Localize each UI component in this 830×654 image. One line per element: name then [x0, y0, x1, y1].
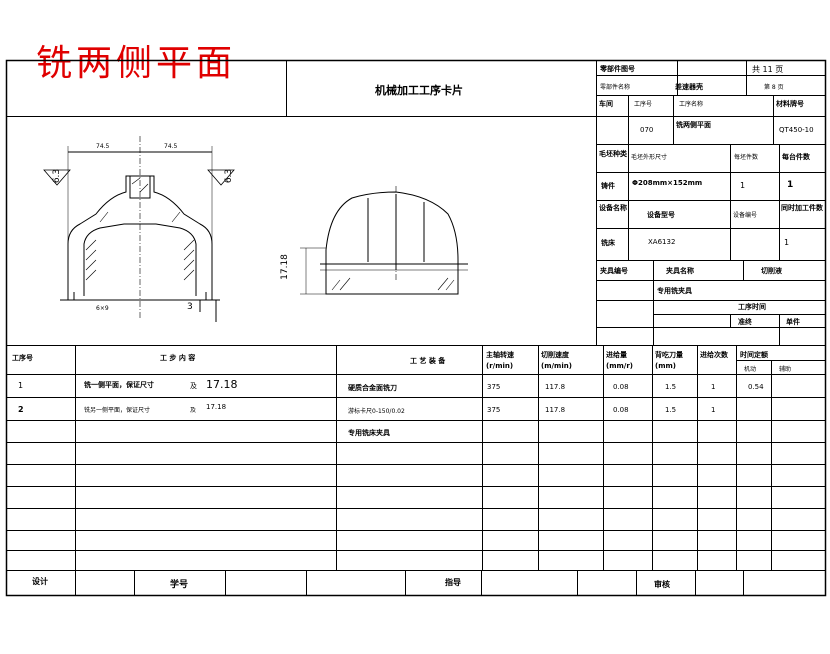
workshop-label: 车间 [599, 100, 613, 108]
simultaneous-label: 同时加工件数 [781, 204, 823, 212]
section-drawing [43, 136, 235, 322]
th-machine-time: 机动 [744, 366, 757, 373]
coolant-label: 切削液 [761, 267, 782, 275]
dim-74-5-right: 74.5 [164, 143, 178, 150]
dim-17-18: 17.18 [279, 254, 290, 280]
roughness-left: 6.3 [52, 168, 63, 184]
row2-passes: 1 [711, 406, 716, 414]
per-blank: 1 [740, 181, 746, 190]
side-view-drawing [300, 186, 468, 295]
total-pages: 共 11 页 [752, 65, 784, 74]
process-time-label: 工序时间 [738, 303, 766, 311]
th-depth: 背吃刀量 [655, 351, 683, 359]
fixture-no-label: 夹具编号 [600, 267, 628, 275]
row2-equipment: 游标卡尺0-150/0.02 [348, 408, 405, 415]
row2-no: 2 [18, 405, 24, 414]
th-passes: 进给次数 [700, 351, 728, 359]
row1-speed: 375 [487, 383, 501, 391]
th-aux-time: 辅助 [779, 366, 792, 373]
blank-size: Φ208mm×152mm [632, 179, 703, 187]
part-drawing-no-label: 零部件图号 [600, 65, 635, 73]
unit-label: 单件 [786, 318, 800, 326]
row1-cutting: 117.8 [545, 383, 566, 391]
row1-time: 0.54 [748, 383, 764, 391]
small-note: 6×9 [96, 305, 109, 312]
process-no-label: 工序号 [634, 101, 653, 108]
product-name-value: 差速器壳 [675, 83, 703, 91]
equipment-no-label: 设备编号 [733, 212, 758, 219]
material: QT450-10 [779, 126, 814, 134]
process-no: 070 [640, 126, 654, 134]
th-depth-unit: (mm) [655, 362, 676, 370]
material-label: 材料牌号 [776, 100, 804, 108]
th-step-content: 工 步 内 容 [160, 354, 196, 362]
product-name-label: 零部件名称 [600, 84, 631, 91]
row1-passes: 1 [711, 383, 716, 391]
dim-74-5-left: 74.5 [96, 143, 110, 150]
process-name: 铣两侧平面 [676, 121, 711, 129]
footer-design-label: 设计 [32, 577, 48, 586]
row1-content: 铣一侧平面，保证尺寸 [84, 381, 154, 389]
th-cutting: 切削速度 [541, 351, 569, 359]
th-feed: 进给量 [606, 351, 627, 359]
row3-equipment: 专用铣床夹具 [348, 429, 390, 437]
per-unit-label: 每台件数 [782, 153, 810, 161]
process-name-label: 工序名称 [679, 101, 704, 108]
row1-depth: 1.5 [665, 383, 677, 391]
footer-review-label: 审核 [654, 580, 670, 589]
th-time-quota: 时间定额 [740, 351, 768, 359]
blank-type-label: 毛坯种类 [599, 150, 627, 158]
row2-dim: 17.18 [206, 403, 227, 411]
th-spindle-unit: (r/min) [486, 362, 514, 370]
blank-size-label: 毛坯外形尺寸 [631, 154, 668, 161]
card-title: 机械加工工序卡片 [375, 84, 463, 97]
prep-label: 准终 [738, 318, 752, 326]
row2-feed: 0.08 [613, 406, 629, 414]
simultaneous: 1 [784, 238, 790, 247]
th-step-no: 工序号 [12, 354, 33, 362]
casting-label: 铸件 [601, 182, 615, 190]
footer-student-label: 学号 [170, 580, 189, 590]
fixture-name-label: 夹具名称 [666, 267, 694, 275]
row2-cutting: 117.8 [545, 406, 566, 414]
model: XA6132 [648, 238, 676, 246]
row2-content: 铣另一侧平面，保证尺寸 [84, 407, 151, 414]
row1-no: 1 [18, 381, 24, 390]
row2-x: 及 [190, 407, 197, 414]
th-spindle: 主轴转速 [486, 351, 514, 359]
page-no: 第 8 页 [764, 84, 784, 91]
roughness-right: 6.3 [224, 168, 235, 184]
per-unit: 1 [787, 180, 794, 190]
th-equipment: 工 艺 装 备 [410, 357, 446, 365]
equipment-model-label: 设备型号 [647, 211, 675, 219]
machine: 铣床 [601, 239, 615, 247]
row2-depth: 1.5 [665, 406, 677, 414]
equipment-name-label: 设备名称 [599, 204, 627, 212]
th-feed-unit: (mm/r) [606, 362, 633, 370]
page-heading: 铣两侧平面 [36, 43, 237, 84]
per-blank-label: 每坯件数 [734, 154, 759, 161]
row1-equipment: 硬质合金面铣刀 [348, 384, 397, 392]
row1-x: 及 [190, 382, 197, 390]
row2-speed: 375 [487, 406, 501, 414]
th-cutting-unit: (m/min) [541, 362, 572, 370]
row1-dim: 17.18 [206, 378, 238, 391]
dim-3: 3 [187, 302, 193, 312]
footer-instructor-label: 指导 [445, 578, 461, 587]
fixture-name: 专用铣夹具 [657, 287, 692, 295]
row1-feed: 0.08 [613, 383, 629, 391]
